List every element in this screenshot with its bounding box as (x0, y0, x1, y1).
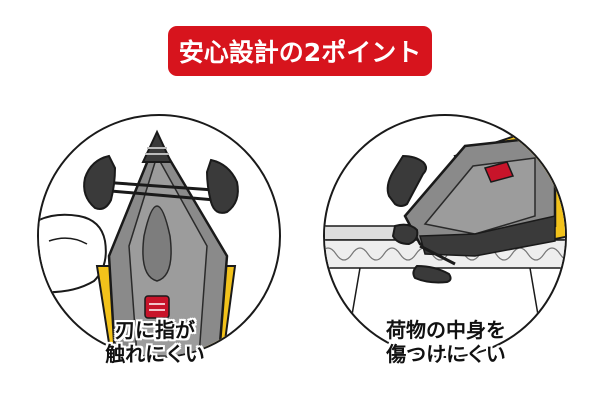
point-1-caption-line2: 触れにくい (105, 342, 205, 366)
point-1-illustration (37, 114, 281, 358)
point-1-caption-line1: 刃に指が (115, 318, 195, 342)
point-2-caption: 荷物の中身を 傷つけにくい (356, 318, 536, 366)
point-1-caption: 刃に指が 触れにくい (80, 318, 230, 366)
cutter-side-illustration (325, 125, 565, 356)
point-2-caption-line2: 傷つけにくい (386, 342, 506, 366)
cutter-front-illustration (39, 129, 239, 356)
point-2-illustration (323, 114, 567, 358)
point-2-caption-line1: 荷物の中身を (386, 318, 506, 342)
finger-shape (39, 213, 107, 294)
title-banner: 安心設計の2ポイント (168, 26, 432, 76)
